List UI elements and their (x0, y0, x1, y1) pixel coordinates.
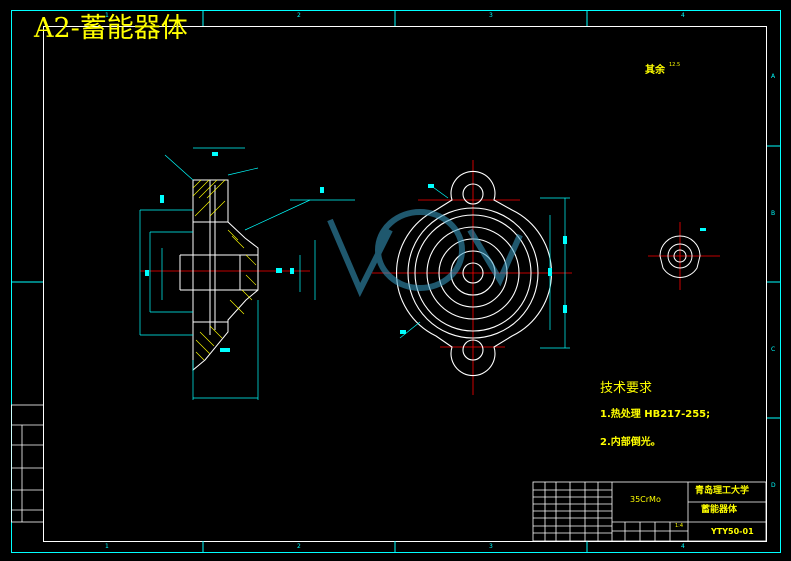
zone-right-b: B (771, 210, 776, 217)
tech-req-item-1: 1.热处理 HB217-255; (600, 409, 711, 420)
title-block-material: 35CrMo (630, 495, 661, 504)
zone-bottom-3: 3 (489, 543, 493, 550)
zone-top-4: 4 (681, 12, 685, 19)
drawing-title: A2-蓄能器体 (34, 13, 188, 44)
title-block-part-name: 蓄能器体 (701, 505, 738, 515)
zone-right-c: C (771, 346, 776, 353)
title-block-scale: 1:4 (675, 523, 684, 529)
section-hatching (192, 179, 257, 361)
zone-top-2: 2 (297, 12, 301, 19)
watermark (327, 209, 523, 298)
zone-bottom-4: 4 (681, 543, 685, 550)
front-dimension-marks (400, 184, 567, 334)
zone-right-d: D (771, 482, 776, 489)
detail-marks (700, 228, 706, 231)
dimension-marks (145, 152, 324, 352)
zone-ticks (11, 11, 780, 552)
roughness-label: 其余 (645, 65, 665, 76)
detail-view (659, 235, 701, 278)
tech-req-item-2: 2.内部倒光。 (600, 437, 661, 448)
section-dimensions (139, 147, 355, 400)
front-view (396, 170, 552, 377)
section-view (179, 179, 259, 372)
tech-req-heading: 技术要求 (600, 381, 653, 396)
zone-right-a: A (771, 73, 776, 80)
inner-frame (43, 26, 767, 542)
roughness-value: 12.5 (669, 62, 681, 68)
zone-top-3: 3 (489, 12, 493, 19)
title-block-school: 青岛理工大学 (695, 486, 750, 496)
left-side-table (11, 404, 44, 523)
title-block (532, 481, 767, 542)
zone-bottom-1: 1 (105, 543, 109, 550)
title-block-drawing-no: YTY50-01 (711, 527, 754, 536)
zone-bottom-2: 2 (297, 543, 301, 550)
zone-top-1: 1 (105, 12, 109, 19)
centerlines (140, 160, 720, 395)
